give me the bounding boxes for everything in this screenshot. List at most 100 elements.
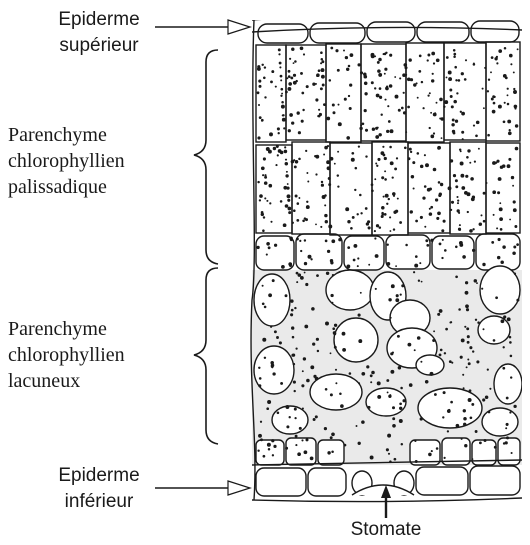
chloroplast-dot bbox=[302, 219, 305, 222]
chloroplast-dot bbox=[395, 298, 399, 302]
chloroplast-dot bbox=[261, 166, 265, 170]
chloroplast-dot bbox=[514, 108, 516, 110]
chloroplast-dot bbox=[286, 77, 288, 79]
label-lacuneux-line1: Parenchyme bbox=[8, 316, 125, 342]
chloroplast-dot bbox=[513, 90, 517, 94]
chloroplast-dot bbox=[300, 72, 303, 75]
chloroplast-dot bbox=[268, 448, 271, 451]
chloroplast-dot bbox=[320, 51, 323, 54]
chloroplast-dot bbox=[460, 356, 463, 359]
chloroplast-dot bbox=[427, 94, 429, 96]
chloroplast-dot bbox=[277, 154, 279, 156]
chloroplast-dot bbox=[453, 174, 456, 177]
chloroplast-dot bbox=[376, 94, 380, 98]
chloroplast-dot bbox=[351, 158, 355, 162]
chloroplast-dot bbox=[257, 136, 260, 139]
chloroplast-dot bbox=[324, 194, 327, 197]
chloroplast-dot bbox=[440, 183, 443, 186]
chloroplast-dot bbox=[266, 242, 270, 246]
chloroplast-dot bbox=[447, 409, 451, 413]
chloroplast-dot bbox=[392, 406, 395, 409]
chloroplast-dot bbox=[436, 217, 439, 220]
label-palissadique-line2: chlorophyllien bbox=[8, 148, 125, 174]
chloroplast-dot bbox=[505, 441, 508, 444]
chloroplast-dot bbox=[487, 369, 489, 371]
chloroplast-dot bbox=[441, 137, 443, 139]
chloroplast-dot bbox=[419, 55, 422, 58]
chloroplast-dot bbox=[271, 366, 273, 368]
chloroplast-dot bbox=[361, 372, 365, 376]
chloroplast-dot bbox=[330, 436, 333, 439]
chloroplast-dot bbox=[394, 167, 397, 170]
chloroplast-dot bbox=[502, 164, 506, 168]
chloroplast-dot bbox=[386, 379, 389, 382]
chloroplast-dot bbox=[386, 87, 389, 90]
chloroplast-dot bbox=[305, 438, 308, 441]
chloroplast-dot bbox=[499, 217, 503, 221]
chloroplast-dot bbox=[346, 136, 350, 140]
chloroplast-dot bbox=[463, 387, 465, 389]
chloroplast-dot bbox=[339, 393, 342, 396]
chloroplast-dot bbox=[295, 195, 298, 198]
chloroplast-dot bbox=[451, 201, 454, 204]
chloroplast-dot bbox=[463, 423, 466, 426]
chloroplast-dot bbox=[267, 400, 271, 404]
chloroplast-dot bbox=[283, 127, 285, 129]
chloroplast-dot bbox=[263, 157, 266, 160]
label-epiderme-inferieur-line2: inférieur bbox=[40, 489, 158, 515]
chloroplast-dot bbox=[435, 198, 438, 201]
chloroplast-dot bbox=[436, 102, 438, 104]
chloroplast-dot bbox=[396, 157, 398, 159]
chloroplast-dot bbox=[332, 302, 334, 304]
chloroplast-dot bbox=[486, 182, 488, 184]
chloroplast-dot bbox=[384, 178, 387, 181]
chloroplast-dot bbox=[426, 244, 429, 247]
label-epiderme-inferieur: Epiderme inférieur bbox=[40, 463, 158, 515]
chloroplast-dot bbox=[515, 147, 519, 151]
chloroplast-dot bbox=[321, 68, 325, 72]
chloroplast-dot bbox=[457, 202, 459, 204]
chloroplast-dot bbox=[430, 135, 434, 139]
chloroplast-dot bbox=[381, 151, 385, 155]
chloroplast-dot bbox=[367, 406, 370, 409]
label-lacuneux-line3: lacuneux bbox=[8, 368, 125, 394]
chloroplast-dot bbox=[263, 455, 266, 458]
chloroplast-dot bbox=[481, 214, 483, 216]
chloroplast-dot bbox=[408, 157, 411, 160]
chloroplast-dot bbox=[293, 381, 296, 384]
chloroplast-dot bbox=[268, 184, 272, 188]
chloroplast-dot bbox=[507, 103, 510, 106]
chloroplast-dot bbox=[368, 226, 371, 229]
chloroplast-dot bbox=[272, 372, 275, 375]
chloroplast-dot bbox=[479, 222, 482, 225]
chloroplast-dot bbox=[321, 60, 324, 63]
chloroplast-dot bbox=[509, 411, 511, 413]
chloroplast-dot bbox=[261, 64, 263, 66]
chloroplast-dot bbox=[316, 274, 319, 277]
chloroplast-dot bbox=[342, 332, 346, 336]
chloroplast-dot bbox=[512, 251, 516, 255]
chloroplast-dot bbox=[370, 374, 373, 377]
chloroplast-dot bbox=[488, 411, 491, 414]
chloroplast-dot bbox=[374, 237, 376, 239]
chloroplast-dot bbox=[285, 91, 288, 94]
chloroplast-dot bbox=[390, 129, 394, 133]
chloroplast-dot bbox=[296, 272, 299, 275]
chloroplast-dot bbox=[352, 216, 355, 219]
chloroplast-dot bbox=[272, 279, 275, 282]
chloroplast-dot bbox=[503, 74, 507, 78]
chloroplast-dot bbox=[375, 163, 377, 165]
chloroplast-dot bbox=[482, 88, 484, 90]
chloroplast-dot bbox=[430, 206, 433, 209]
chloroplast-dot bbox=[294, 307, 296, 309]
chloroplast-dot bbox=[258, 384, 261, 387]
chloroplast-dot bbox=[427, 59, 429, 61]
chloroplast-dot bbox=[384, 213, 387, 216]
chloroplast-dot bbox=[411, 175, 414, 178]
chloroplast-dot bbox=[315, 155, 319, 159]
chloroplast-dot bbox=[388, 395, 391, 398]
chloroplast-dot bbox=[456, 424, 460, 428]
chloroplast-dot bbox=[286, 171, 288, 173]
chloroplast-dot bbox=[425, 239, 428, 242]
chloroplast-dot bbox=[294, 408, 297, 411]
